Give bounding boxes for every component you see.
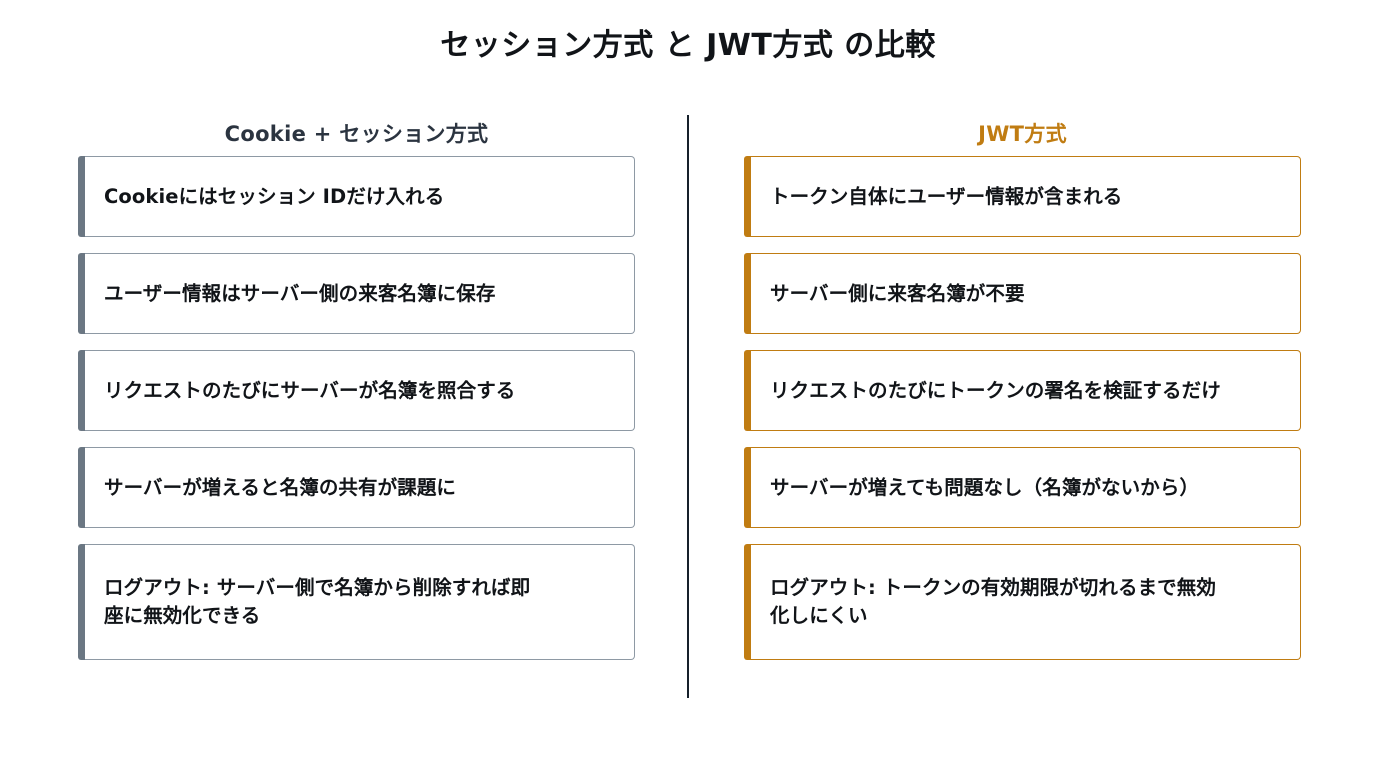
jwt-card-1-text: トークン自体にユーザー情報が含まれる	[770, 184, 1123, 208]
session-card-1-text: Cookieにはセッション IDだけ入れる	[104, 184, 445, 208]
session-card-2-body: ユーザー情報はサーバー側の来客名簿に保存	[85, 253, 635, 334]
jwt-card-5-body: ログアウト: トークンの有効期限が切れるまで無効 化しにくい	[751, 544, 1301, 660]
column-jwt: JWT方式 トークン自体にユーザー情報が含まれる サーバー側に来客名簿が不要	[744, 112, 1301, 660]
jwt-card-3-body: リクエストのたびにトークンの署名を検証するだけ	[751, 350, 1301, 431]
jwt-card-3-text: リクエストのたびにトークンの署名を検証するだけ	[770, 378, 1221, 402]
jwt-card-1-body: トークン自体にユーザー情報が含まれる	[751, 156, 1301, 237]
session-card-5-body: ログアウト: サーバー側で名簿から削除すれば即 座に無効化できる	[85, 544, 635, 660]
session-card-1: Cookieにはセッション IDだけ入れる	[78, 156, 635, 237]
accent-bar-icon	[78, 253, 85, 334]
jwt-card-4: サーバーが増えても問題なし（名簿がないから）	[744, 447, 1301, 528]
jwt-card-2-text: サーバー側に来客名簿が不要	[770, 281, 1025, 305]
session-card-4: サーバーが増えると名簿の共有が課題に	[78, 447, 635, 528]
accent-bar-icon	[744, 253, 751, 334]
page-title: セッション方式 と JWT方式 の比較	[440, 28, 936, 63]
session-card-3: リクエストのたびにサーバーが名簿を照合する	[78, 350, 635, 431]
session-card-3-text: リクエストのたびにサーバーが名簿を照合する	[104, 378, 516, 402]
jwt-card-1: トークン自体にユーザー情報が含まれる	[744, 156, 1301, 237]
jwt-card-2-body: サーバー側に来客名簿が不要	[751, 253, 1301, 334]
session-card-4-text: サーバーが増えると名簿の共有が課題に	[104, 475, 457, 499]
column-header-session: Cookie + セッション方式	[224, 121, 489, 146]
session-card-5: ログアウト: サーバー側で名簿から削除すれば即 座に無効化できる	[78, 544, 635, 660]
accent-bar-icon	[744, 544, 751, 660]
accent-bar-icon	[744, 447, 751, 528]
jwt-card-5: ログアウト: トークンの有効期限が切れるまで無効 化しにくい	[744, 544, 1301, 660]
card-list-jwt: トークン自体にユーザー情報が含まれる サーバー側に来客名簿が不要 リクエストのた…	[744, 156, 1301, 660]
column-divider	[687, 115, 689, 698]
accent-bar-icon	[78, 447, 85, 528]
session-card-2: ユーザー情報はサーバー側の来客名簿に保存	[78, 253, 635, 334]
session-card-5-text: ログアウト: サーバー側で名簿から削除すれば即 座に無効化できる	[104, 576, 531, 627]
accent-bar-icon	[78, 350, 85, 431]
session-card-3-body: リクエストのたびにサーバーが名簿を照合する	[85, 350, 635, 431]
accent-bar-icon	[744, 350, 751, 431]
column-header-jwt: JWT方式	[978, 121, 1067, 146]
card-list-session: Cookieにはセッション IDだけ入れる ユーザー情報はサーバー側の来客名簿に…	[78, 156, 635, 660]
session-card-1-body: Cookieにはセッション IDだけ入れる	[85, 156, 635, 237]
accent-bar-icon	[78, 544, 85, 660]
jwt-card-4-text: サーバーが増えても問題なし（名簿がないから）	[770, 475, 1200, 499]
session-card-4-body: サーバーが増えると名簿の共有が課題に	[85, 447, 635, 528]
accent-bar-icon	[78, 156, 85, 237]
session-card-2-text: ユーザー情報はサーバー側の来客名簿に保存	[104, 281, 496, 305]
jwt-card-4-body: サーバーが増えても問題なし（名簿がないから）	[751, 447, 1301, 528]
accent-bar-icon	[744, 156, 751, 237]
comparison-columns: Cookie + セッション方式 Cookieにはセッション IDだけ入れる ユ…	[0, 112, 1376, 712]
jwt-card-3: リクエストのたびにトークンの署名を検証するだけ	[744, 350, 1301, 431]
column-session: Cookie + セッション方式 Cookieにはセッション IDだけ入れる ユ…	[78, 112, 635, 660]
jwt-card-5-text: ログアウト: トークンの有効期限が切れるまで無効 化しにくい	[770, 576, 1216, 627]
jwt-card-2: サーバー側に来客名簿が不要	[744, 253, 1301, 334]
